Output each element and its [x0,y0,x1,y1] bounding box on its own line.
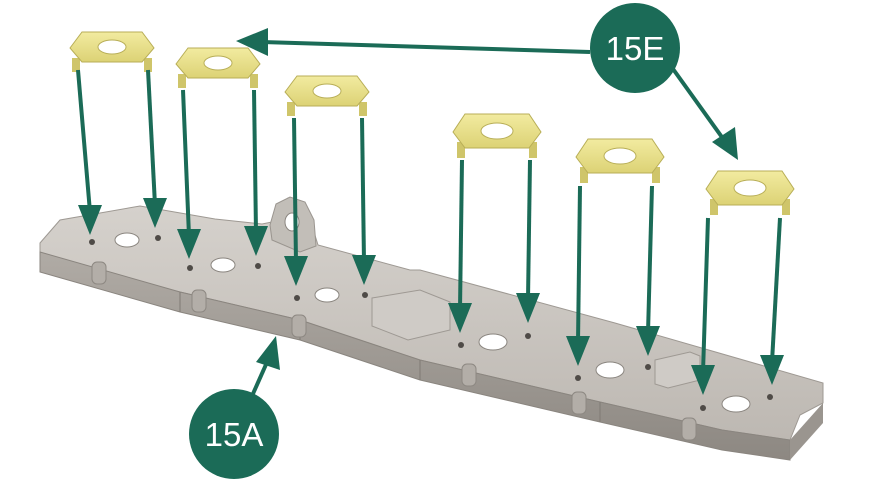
down-arrow-icon [691,217,715,395]
down-arrow-icon [143,69,167,228]
bushing-2 [175,47,261,88]
down-arrow-icon [284,117,308,286]
callout-badge [590,3,680,93]
callout-15e: 15E [236,3,738,160]
down-arrow-icon [244,89,268,256]
callout-label-15e: 15E [606,30,665,67]
down-arrow-icon [352,117,376,285]
down-arrow-icon [760,217,784,385]
down-arrow-icon [76,69,102,235]
base-plate [39,196,824,461]
callout-15a: 15A [189,336,280,479]
down-arrow-icon [177,89,201,259]
bushing-1 [69,31,155,72]
callout-badge [189,389,279,479]
insertion-arrows [76,69,784,395]
down-arrow-icon [636,185,660,356]
bushing-4 [452,113,542,158]
bushing-3 [284,75,370,116]
bushing-6 [705,170,795,215]
callout-label-15a: 15A [205,416,264,453]
bushing-group [69,31,795,215]
down-arrow-icon [516,159,540,323]
bushing-5 [575,138,665,183]
down-arrow-icon [448,159,472,333]
pointer-arrow-icon [236,28,591,56]
pointer-arrow-icon [666,60,738,160]
down-arrow-icon [566,185,590,366]
